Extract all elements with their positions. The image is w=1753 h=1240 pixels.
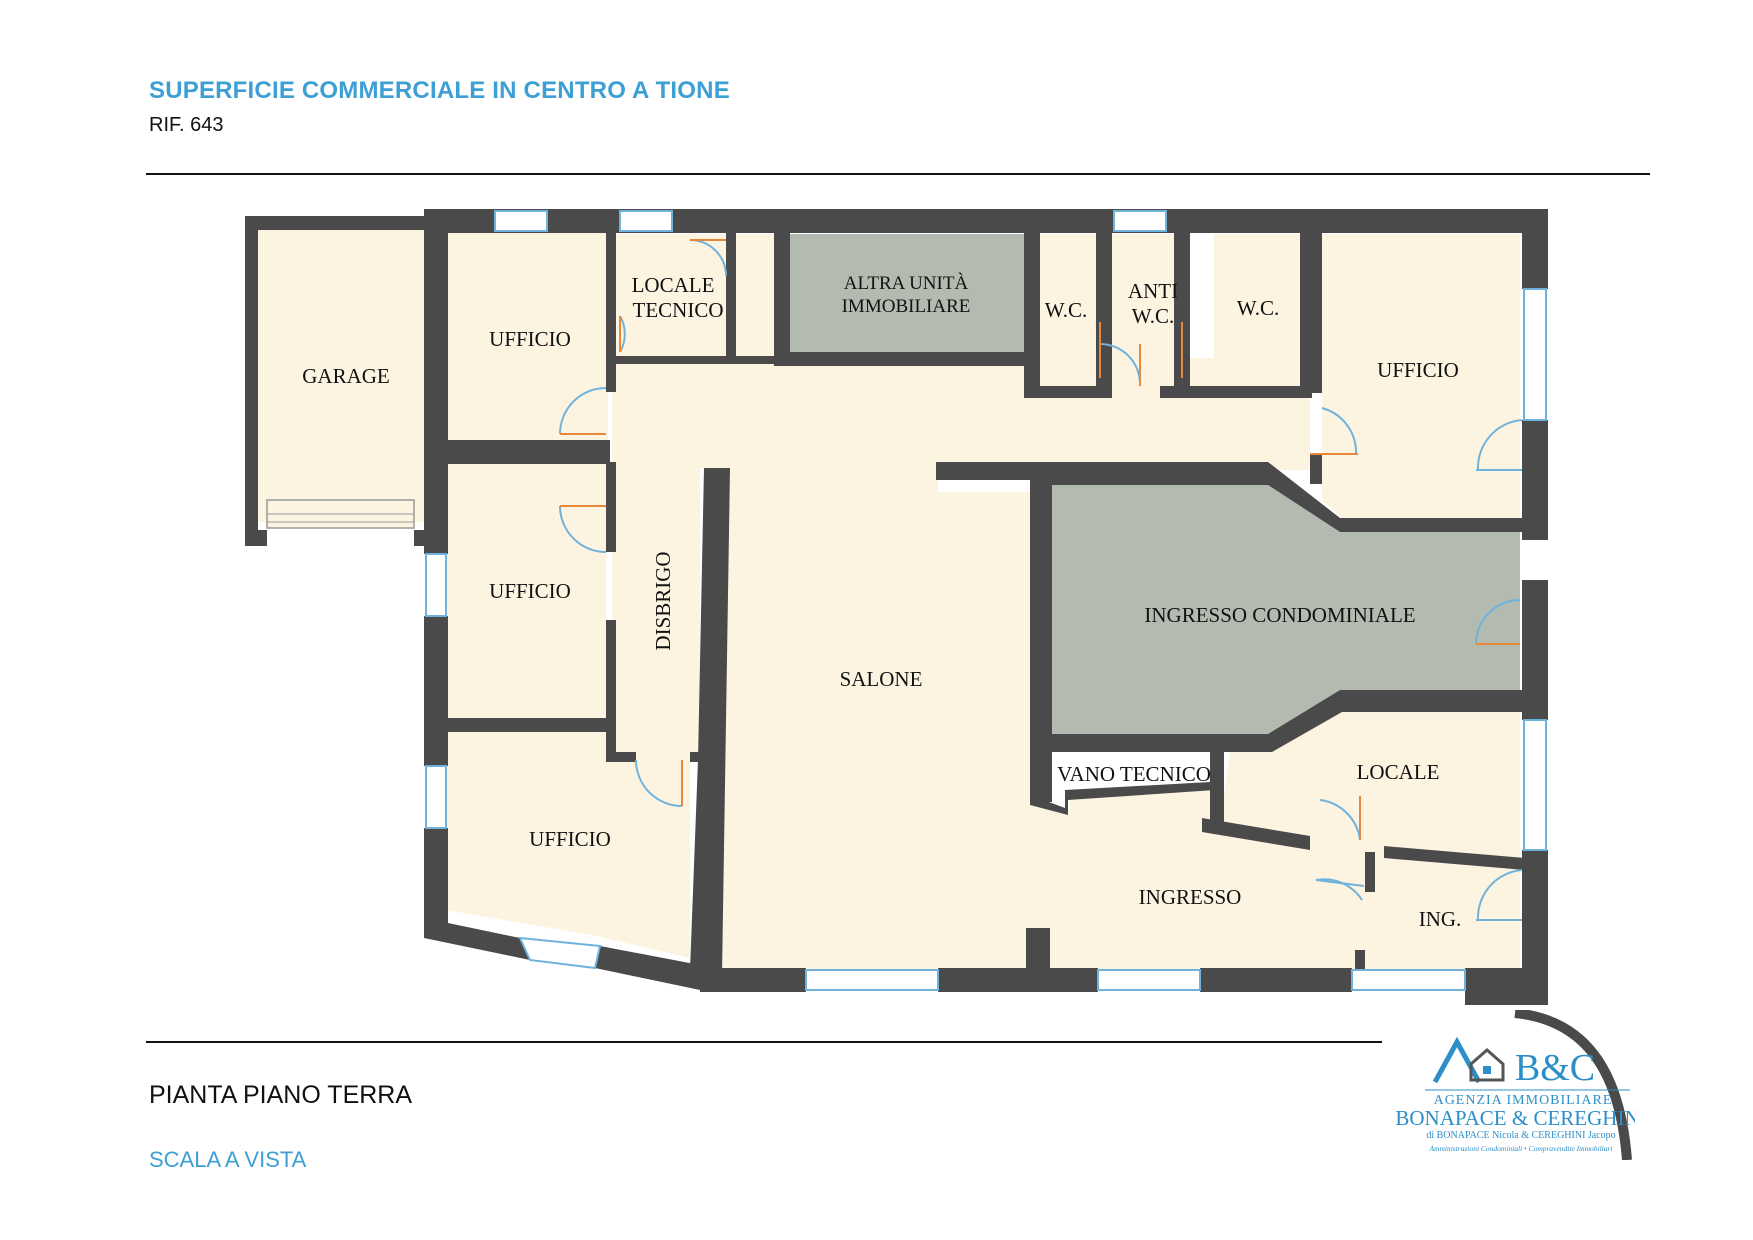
room-label-altra-unita-1: ALTRA UNITÀ <box>844 272 969 294</box>
room-labels: GARAGE UFFICIO LOCALE TECNICO ALTRA UNIT… <box>302 272 1461 931</box>
room-label-wc-1: W.C. <box>1045 298 1087 322</box>
logo-swoosh-icon <box>1514 1010 1632 1160</box>
logo-line-4: Amministrazioni Condominiali • Compraven… <box>1428 1144 1612 1153</box>
room-label-locale: LOCALE <box>1357 760 1440 784</box>
room-label-locale-tecnico-1: LOCALE <box>632 273 715 297</box>
room-label-altra-unita-2: IMMOBILIARE <box>842 296 971 317</box>
room-label-anti-wc-1: ANTI <box>1128 279 1178 303</box>
logo-line-1: AGENZIA IMMOBILIARE <box>1434 1093 1613 1108</box>
document-title: SUPERFICIE COMMERCIALE IN CENTRO A TIONE <box>149 77 730 104</box>
room-label-wc-2: W.C. <box>1237 296 1279 320</box>
floor-areas <box>258 230 1520 975</box>
room-label-ufficio-2: UFFICIO <box>1377 358 1459 382</box>
room-label-ing: ING. <box>1419 907 1462 931</box>
walls <box>245 209 1548 1005</box>
room-label-ufficio-1: UFFICIO <box>489 327 571 351</box>
room-label-locale-tecnico-2: TECNICO <box>633 298 724 322</box>
logo-line-3: di BONAPACE Nicola & CEREGHINI Jacopo <box>1426 1130 1615 1141</box>
garage-door <box>266 499 415 529</box>
logo-line-2: BONAPACE & CEREGHINI <box>1395 1106 1635 1130</box>
room-label-disbrigo: DISBRIGO <box>651 551 675 650</box>
plan-title: PIANTA PIANO TERRA <box>149 1081 413 1109</box>
house-icon <box>1469 1048 1505 1082</box>
common-areas <box>790 234 1520 734</box>
door-swings <box>559 239 1523 921</box>
windows <box>425 210 1547 991</box>
room-label-ingresso-condominiale: INGRESSO CONDOMINIALE <box>1144 603 1415 627</box>
logo-initials: B&C <box>1515 1047 1595 1089</box>
room-label-salone: SALONE <box>840 667 923 691</box>
footer-divider <box>146 1041 1382 1043</box>
header-divider <box>146 173 1650 175</box>
room-label-ufficio-4: UFFICIO <box>529 827 611 851</box>
reference-number: RIF. 643 <box>149 114 224 136</box>
agency-logo: B&C AGENZIA IMMOBILIARE BONAPACE & CEREG… <box>1395 1010 1635 1160</box>
scale-note: SCALA A VISTA <box>149 1147 307 1172</box>
room-label-garage: GARAGE <box>302 364 390 388</box>
room-label-ufficio-3: UFFICIO <box>489 579 571 603</box>
room-label-ingresso: INGRESSO <box>1139 885 1242 909</box>
room-label-anti-wc-2: W.C. <box>1132 304 1174 328</box>
room-label-vano-tecnico: VANO TECNICO <box>1057 762 1211 786</box>
